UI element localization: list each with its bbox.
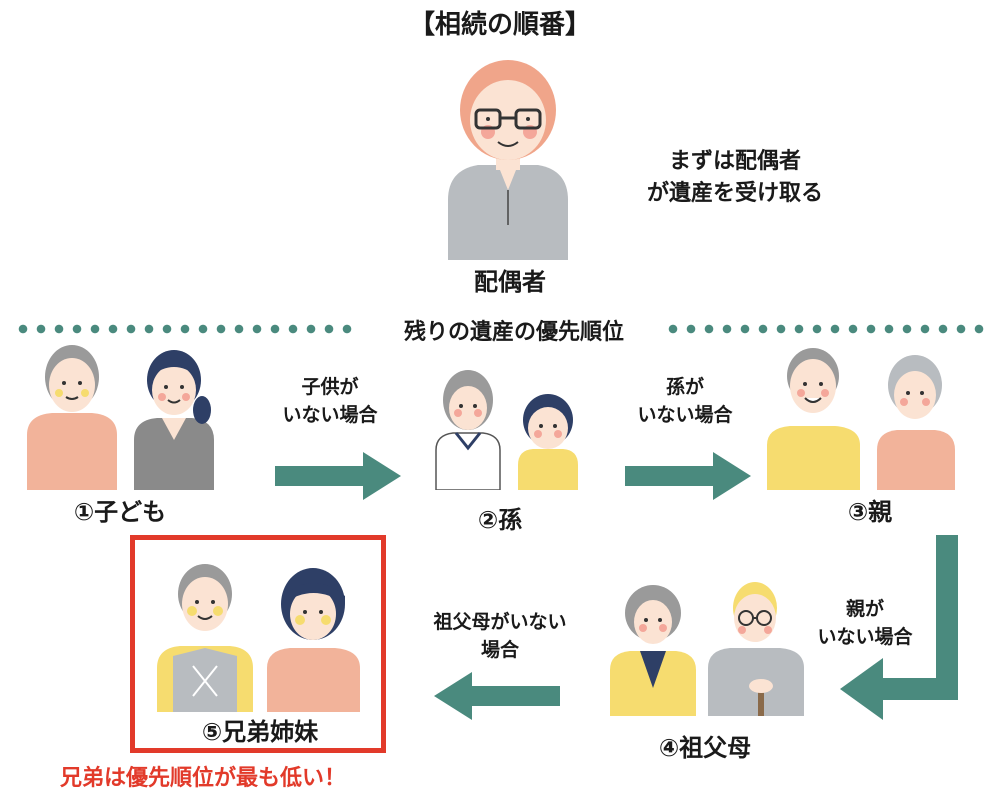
dotted-divider: 残りの遺産の優先順位 [14, 318, 986, 345]
arrow-right-2 [625, 452, 751, 500]
spouse-illustration [448, 60, 568, 260]
condition-no-grandparents: 祖父母がいない 場合 [400, 608, 600, 664]
group-parents-label: ③親 [847, 498, 893, 526]
divider-dots-right [664, 324, 986, 334]
spouse-note: まずは配偶者 が遺産を受け取る [600, 146, 870, 210]
arrow-left [434, 672, 560, 720]
spouse-label: 配偶者 [474, 268, 546, 296]
condition-no-children: 子供が いない場合 [245, 373, 415, 429]
arrow-right-1 [275, 452, 401, 500]
divider-label: 残りの遺産の優先順位 [403, 320, 624, 345]
arrow-elbow-down-left [840, 535, 958, 720]
condition-no-grandchildren: 孫が いない場合 [600, 373, 770, 429]
children-illustration [27, 345, 214, 490]
condition-no-grandchildren-line2: いない場合 [637, 404, 733, 426]
spouse-note-line2: が遺産を受け取る [646, 181, 823, 206]
siblings-warning: 兄弟は優先順位が最も低い！ [60, 766, 347, 791]
condition-no-grandparents-line2: 場合 [480, 639, 519, 661]
divider-dots-left [14, 324, 356, 334]
condition-no-grandchildren-line1: 孫が [665, 376, 704, 398]
group-grandchildren-label: ②孫 [477, 506, 523, 534]
condition-no-children-line1: 子供が [301, 376, 359, 398]
condition-no-grandparents-line1: 祖父母がいない [433, 611, 567, 633]
siblings-highlight-box [130, 535, 386, 753]
group-grandparents-label: ④祖父母 [658, 734, 752, 762]
page-title: 【相続の順番】 [408, 10, 591, 40]
spouse-note-line1: まずは配偶者 [668, 149, 801, 174]
condition-no-parents: 親が いない場合 [790, 595, 940, 651]
condition-no-parents-line1: 親が [845, 598, 884, 620]
siblings-illustration [157, 564, 360, 712]
condition-no-parents-line2: いない場合 [817, 626, 913, 648]
parents-illustration [767, 348, 955, 490]
group-siblings-label: ⑤兄弟姉妹 [201, 718, 319, 746]
condition-no-children-line2: いない場合 [282, 404, 378, 426]
grandparents-illustration [610, 582, 804, 716]
group-children-label: ①子ども [73, 498, 167, 526]
grandchildren-illustration [435, 370, 578, 490]
